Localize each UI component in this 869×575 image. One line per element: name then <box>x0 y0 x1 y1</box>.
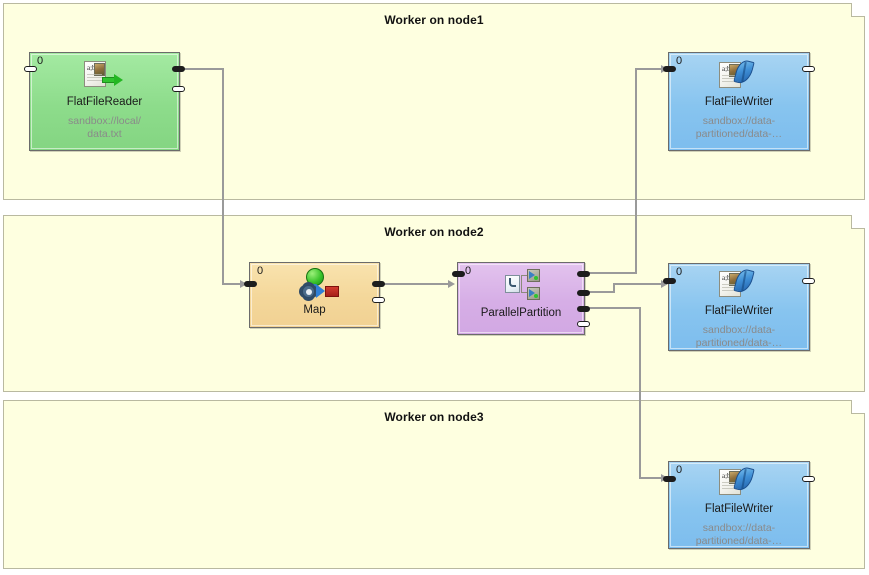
node-subtitle-line2: partitioned/data-… <box>695 337 783 349</box>
node-index-label: 0 <box>676 266 683 278</box>
node-subtitle-line1: sandbox://local/ <box>68 115 141 127</box>
node-title-label: FlatFileReader <box>66 96 143 108</box>
node-flat-file-writer-2[interactable]: 0 a;b FlatFileWriter sandbox://data- par… <box>663 263 815 351</box>
node-index-label: 0 <box>465 265 472 277</box>
node-title-label: Map <box>303 304 326 316</box>
edge-partition-to-writer3-segment <box>639 307 641 479</box>
node-input-port-0[interactable] <box>452 271 465 277</box>
map-transform-icon <box>298 268 342 300</box>
worker-panel-title-node3: Worker on node3 <box>384 410 484 424</box>
edge-partition-to-writer2-segment <box>613 283 667 285</box>
node-index-label: 0 <box>676 55 683 67</box>
node-title-label: FlatFileWriter <box>704 96 774 108</box>
node-input-port-0[interactable] <box>663 476 676 482</box>
edge-partition-to-writer1-segment <box>635 68 637 274</box>
flat-file-writer-icon: a;b <box>719 267 761 300</box>
node-index-label: 0 <box>257 265 264 277</box>
node-title-label: ParallelPartition <box>480 307 562 319</box>
edge-map-to-partition-arrow-icon <box>448 280 455 288</box>
node-index-label: 0 <box>676 464 683 476</box>
edge-partition-to-writer2-arrow-icon <box>661 280 668 288</box>
node-output-port-1[interactable] <box>577 290 590 296</box>
node-input-port-0[interactable] <box>663 278 676 284</box>
node-output-port-0[interactable] <box>372 281 385 287</box>
node-subtitle-line2: partitioned/data-… <box>695 128 783 140</box>
edge-partition-to-writer2-segment <box>613 283 615 293</box>
node-subtitle-line1: sandbox://data- <box>702 522 776 534</box>
node-output-port-1[interactable] <box>372 297 385 303</box>
node-output-port-0[interactable] <box>577 271 590 277</box>
node-title-label: FlatFileWriter <box>704 503 774 515</box>
node-input-port-0[interactable] <box>24 66 37 72</box>
edge-reader-to-map-segment <box>222 283 246 285</box>
flat-file-writer-icon: a;b <box>719 465 761 498</box>
node-title-label: FlatFileWriter <box>704 305 774 317</box>
edge-partition-to-writer2-segment <box>585 291 615 293</box>
node-output-port-1[interactable] <box>172 86 185 92</box>
parallel-partition-icon <box>503 268 547 302</box>
node-output-port-0[interactable] <box>172 66 185 72</box>
edge-partition-to-writer3-segment <box>639 477 667 479</box>
node-flat-file-writer-3[interactable]: 0 a;b FlatFileWriter sandbox://data- par… <box>663 461 815 549</box>
flat-file-writer-icon: a;b <box>719 58 761 91</box>
worker-panel-title-node1: Worker on node1 <box>384 13 484 27</box>
edge-map-to-partition-segment <box>380 283 452 285</box>
edge-partition-to-writer3-segment <box>585 307 641 309</box>
edge-partition-to-writer1-segment <box>635 68 667 70</box>
panel-fold-corner-icon <box>851 215 865 229</box>
node-flat-file-reader[interactable]: 0 a;b FlatFileReader sandbox://local/ da… <box>24 52 185 151</box>
node-subtitle-line2: data.txt <box>87 128 122 140</box>
edge-partition-to-writer1-segment <box>585 272 637 274</box>
panel-fold-corner-icon <box>851 400 865 414</box>
edge-reader-to-map-segment <box>180 68 224 70</box>
node-subtitle-line1: sandbox://data- <box>702 115 776 127</box>
node-subtitle-line1: sandbox://data- <box>702 324 776 336</box>
node-output-port-3[interactable] <box>577 321 590 327</box>
node-input-port-0[interactable] <box>244 281 257 287</box>
node-input-port-0[interactable] <box>663 66 676 72</box>
node-subtitle-line2: partitioned/data-… <box>695 535 783 547</box>
node-output-port-0[interactable] <box>802 278 815 284</box>
node-output-port-0[interactable] <box>802 66 815 72</box>
edge-reader-to-map-segment <box>222 68 224 284</box>
node-output-port-2[interactable] <box>577 306 590 312</box>
flat-file-reader-icon: a;b <box>84 60 128 90</box>
node-output-port-0[interactable] <box>802 476 815 482</box>
node-flat-file-writer-1[interactable]: 0 a;b FlatFileWriter sandbox://data- par… <box>663 52 815 151</box>
worker-panel-title-node2: Worker on node2 <box>384 225 484 239</box>
node-map[interactable]: 0 Map <box>244 262 385 328</box>
node-index-label: 0 <box>37 55 44 67</box>
panel-fold-corner-icon <box>851 3 865 17</box>
node-parallel-partition[interactable]: 0 ParallelPartition <box>452 262 590 335</box>
edge-reader-to-map-arrow-icon <box>240 280 247 288</box>
